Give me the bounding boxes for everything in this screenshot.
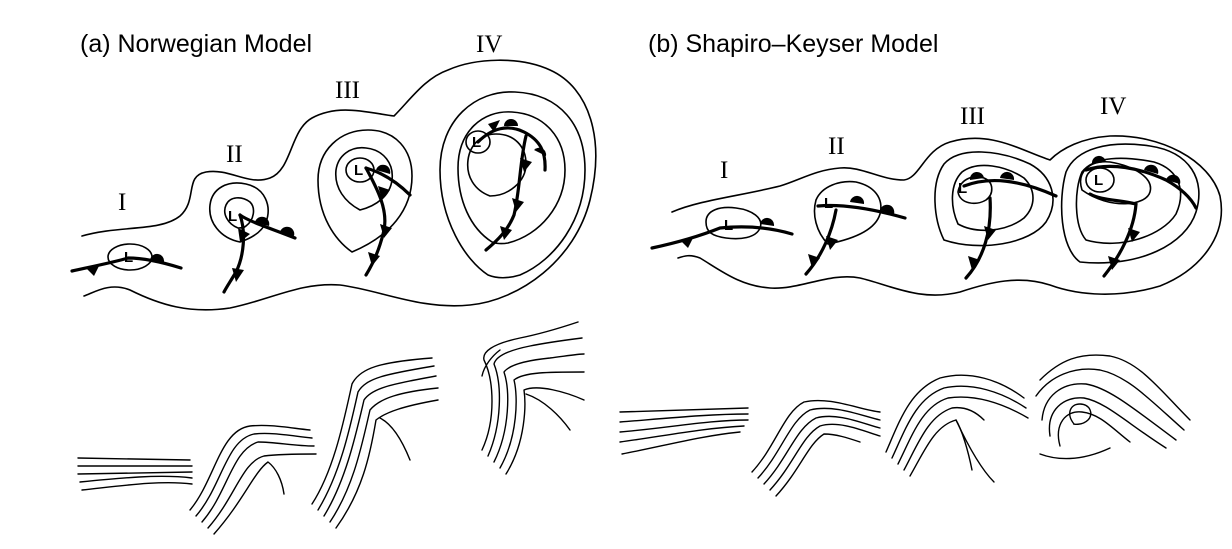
thermal-pattern-b-4 — [1035, 354, 1191, 460]
outer-isobar-a — [81, 59, 597, 311]
outer-isobar-b — [671, 135, 1223, 296]
cold-front-a-4 — [484, 134, 528, 252]
stage-label-a-3: III — [335, 77, 360, 104]
panel-norwegian: (a) Norwegian Model I II III IV L L L — [70, 30, 597, 535]
stage-label-b-4: IV — [1100, 93, 1126, 120]
warm-front-b-2 — [816, 203, 907, 220]
low-a-3: L — [354, 162, 363, 179]
stage-label-b-3: III — [960, 103, 985, 130]
stage-label-a-1: I — [118, 189, 126, 216]
panel-a-title: (a) Norwegian Model — [80, 30, 312, 58]
thermal-pattern-b-2 — [751, 399, 881, 497]
cold-front-b-3 — [964, 196, 992, 280]
isobar-a-4-inner — [465, 130, 491, 154]
isobar-b-4-3 — [1079, 161, 1152, 205]
warm-front-a-2 — [238, 213, 297, 240]
panel-shapiro-keyser: (b) Shapiro–Keyser Model I II III IV L L… — [619, 30, 1223, 497]
cold-front-b-2 — [804, 208, 838, 276]
front-b-1 — [650, 225, 794, 250]
cold-front-symbol — [86, 264, 100, 276]
isobar-a-3-mid — [335, 146, 393, 211]
stage-label-a-2: II — [226, 141, 243, 168]
thermal-pattern-b-3 — [885, 374, 1029, 483]
thermal-pattern-a-2 — [189, 424, 317, 535]
stage-label-a-4: IV — [476, 31, 502, 58]
warm-front-a-3 — [364, 166, 412, 197]
warm-front-symbol — [150, 253, 165, 262]
isobar-a-3-outer — [317, 129, 413, 253]
low-b-4: L — [1094, 172, 1103, 189]
thermal-pattern-a-1 — [77, 457, 193, 491]
low-b-3: L — [958, 180, 967, 197]
low-b-2: L — [824, 195, 833, 212]
warm-front-b-4 — [1084, 164, 1198, 210]
isobar-b-3-outer — [934, 151, 1054, 247]
panel-b-title: (b) Shapiro–Keyser Model — [648, 30, 938, 58]
isobar-a-4-3 — [466, 133, 527, 197]
cold-front-b-4 — [1102, 202, 1138, 278]
low-b-1: L — [724, 217, 733, 234]
isobar-a-4-2 — [457, 111, 566, 245]
isobar-a-4-outer — [439, 91, 586, 279]
stage-label-b-1: I — [720, 157, 728, 184]
thermal-pattern-b-1 — [619, 407, 749, 455]
isobar-b-3-mid — [951, 164, 1034, 232]
isobar-b-3-inner — [957, 176, 993, 205]
low-a-2: L — [228, 208, 237, 225]
occluded-front-a-4 — [476, 126, 547, 172]
isobar-a-2-outer — [209, 182, 269, 243]
isobar-b-2-outer — [813, 180, 882, 245]
isobar-b-1 — [705, 206, 762, 240]
warm-front-b-3 — [962, 178, 1058, 198]
isobar-b-4-outer — [1060, 143, 1200, 264]
stage-label-b-2: II — [828, 133, 845, 160]
thermal-pattern-a-4 — [481, 321, 585, 475]
thermal-pattern-a-3 — [311, 357, 439, 529]
isobar-b-4-2 — [1075, 157, 1182, 244]
bent-back-front-b-4 — [1088, 192, 1138, 206]
